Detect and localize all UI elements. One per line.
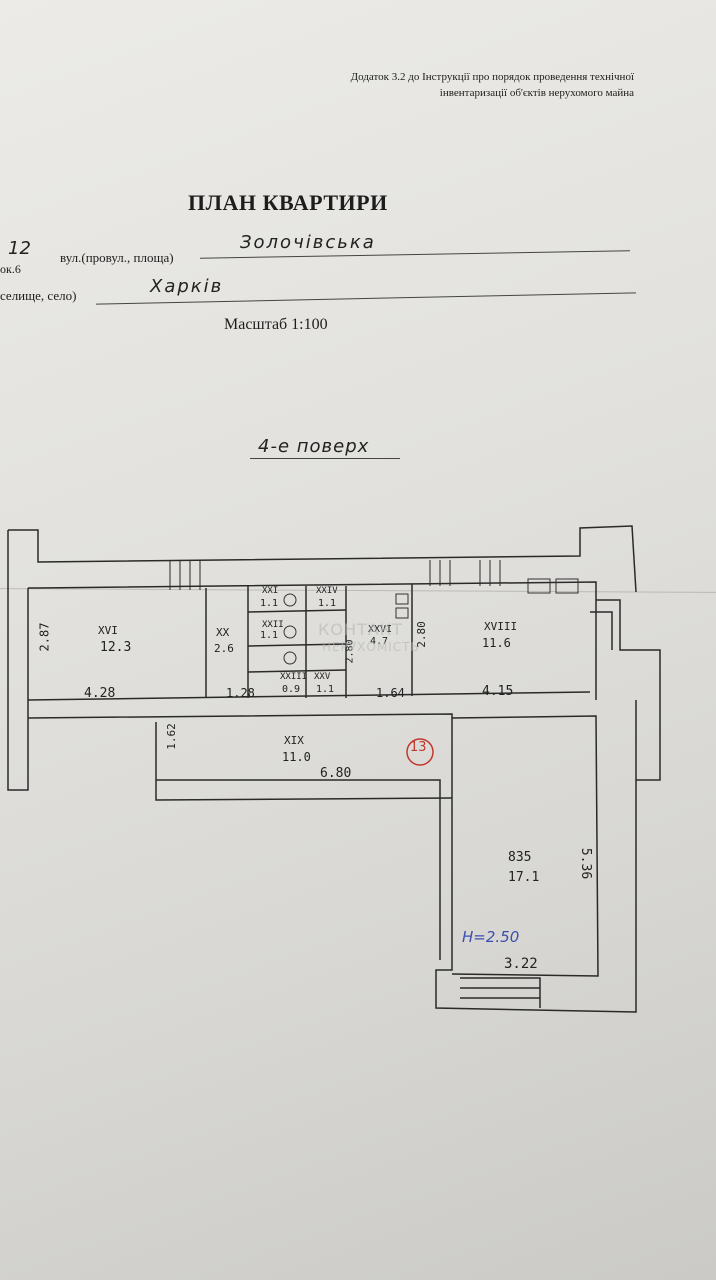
dim-4-15: 4.15: [482, 684, 514, 699]
room-id-xxv: XXV: [314, 672, 331, 682]
dim-5-36: 5.36: [578, 847, 594, 880]
room-id-xxii: XXII: [262, 620, 284, 630]
room-area-xx: 2.6: [214, 642, 234, 655]
room-id-xx: XX: [216, 626, 230, 639]
watermark-line-1: КОНТАКТ: [318, 620, 403, 639]
block-fragment: ок.6: [0, 262, 21, 276]
dim-4-28: 4.28: [84, 686, 116, 701]
room-area-xxii: 1.1: [260, 630, 279, 641]
room-id-xviii: XVIII: [484, 620, 518, 633]
scale-label: Масштаб 1:100: [224, 316, 328, 333]
room-area-xviii: 11.6: [482, 636, 511, 650]
dim-2-87: 2.87: [37, 622, 52, 652]
room-area-xxvi: 4.7: [370, 636, 389, 647]
settlement-value: Харків: [150, 276, 224, 297]
room-id-xix: XIX: [284, 734, 304, 747]
room-area-xxiii: 0.9: [282, 684, 301, 695]
room-area-835: 17.1: [508, 870, 540, 885]
room-id-xxvi: XXVI: [368, 624, 393, 635]
room-id-835: 835: [508, 850, 532, 865]
room-id-xxi: XXI: [262, 586, 279, 596]
watermark-line-2: НЕРУХОМІСТЬ: [322, 640, 420, 654]
dim-1-28: 1.28: [226, 686, 255, 700]
street-value: Золочівська: [240, 232, 376, 253]
appendix-line-2: інвентаризації об'єктів нерухомого майна: [439, 87, 634, 99]
floor-underline: [250, 458, 400, 459]
dim-1-64: 1.64: [376, 686, 405, 700]
room-area-xxi: 1.1: [260, 598, 279, 609]
document-title: ПЛАН КВАРТИРИ: [188, 190, 388, 215]
height-note: H=2.50: [462, 928, 520, 946]
room-area-xxv: 1.1: [316, 684, 335, 695]
room-area-xix: 11.0: [282, 750, 311, 764]
street-label: вул.(провул., площа): [60, 250, 174, 265]
room-id-xvi: XVI: [98, 624, 118, 637]
apartment-number: 13: [410, 740, 427, 755]
house-number: 12: [8, 238, 31, 259]
appendix-line-1: Додаток 3.2 до Інструкції про порядок пр…: [350, 71, 634, 83]
apartment-circle: [406, 738, 434, 766]
room-area-xvi: 12.3: [100, 640, 132, 655]
dim-1-62: 1.62: [164, 723, 178, 750]
dim-3-22: 3.22: [504, 956, 538, 972]
settlement-label: селище, село): [0, 288, 77, 303]
room-area-xxiv: 1.1: [318, 598, 337, 609]
room-id-xxiii: XXIII: [280, 672, 308, 682]
top-outer-wall: [8, 525, 637, 593]
floor-label: 4-е поверх: [258, 436, 370, 457]
dim-6-80: 6.80: [320, 766, 352, 781]
room-id-xxiv: XXIV: [316, 586, 338, 596]
